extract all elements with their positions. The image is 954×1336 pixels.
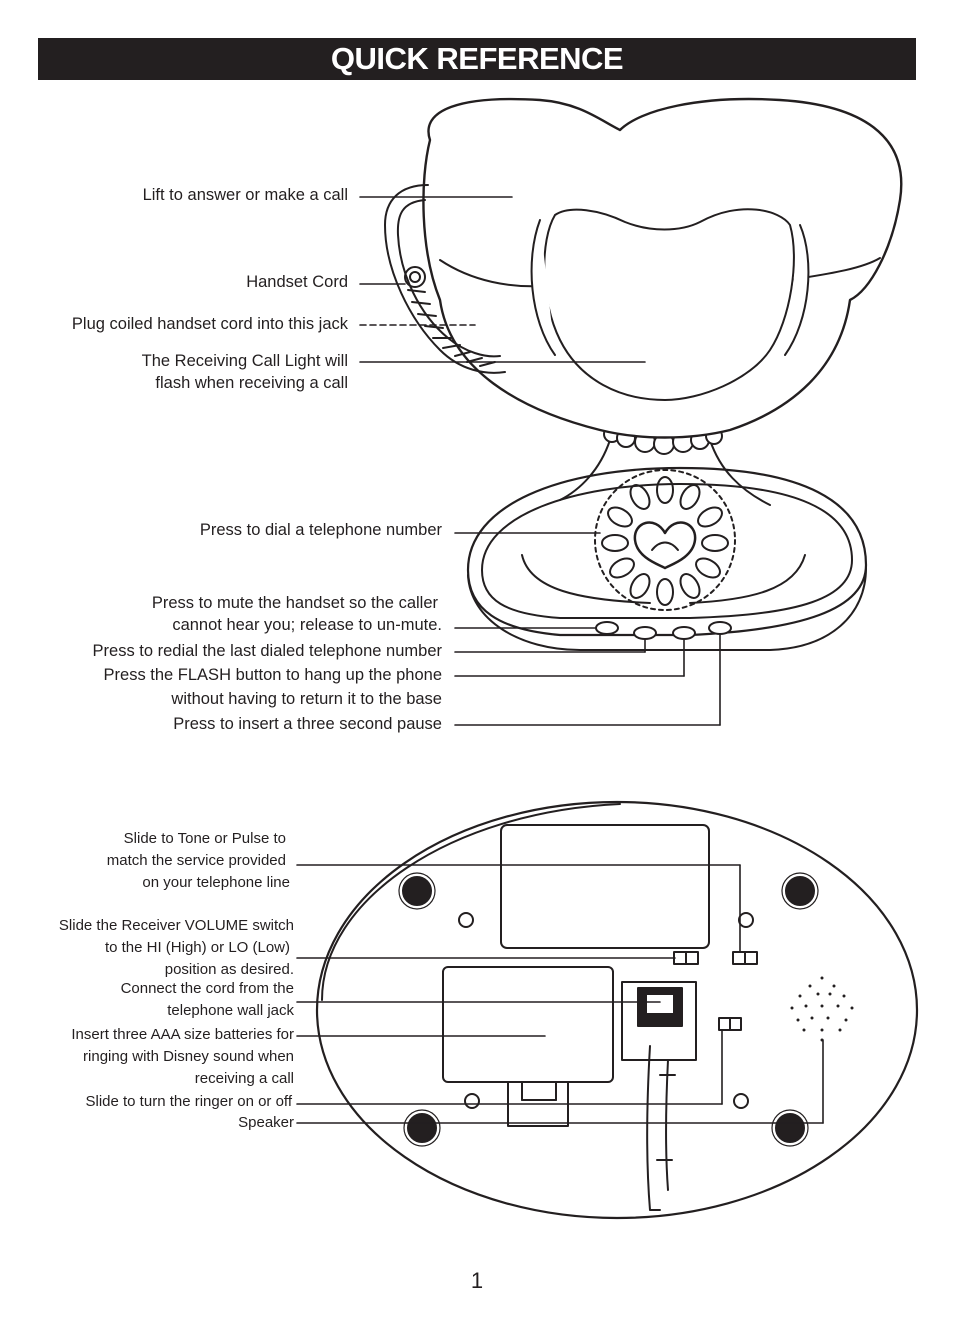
label-tone-pulse: Slide to Tone or Pulse to match the serv… xyxy=(107,828,290,894)
label-flash: Press the FLASH button to hang up the ph… xyxy=(104,664,442,710)
page-number: 1 xyxy=(470,1268,484,1293)
label-volume-line2: to the HI (High) or LO (Low) xyxy=(104,939,290,956)
label-volume-line3: position as desired. xyxy=(164,961,294,978)
label-dial: Press to dial a telephone number xyxy=(199,521,442,539)
label-mute: Press to mute the handset so the caller … xyxy=(152,592,442,636)
label-batteries-line1: Insert three AAA size batteries for xyxy=(71,1026,294,1043)
handset-cord-drawing xyxy=(384,184,506,374)
phone-neck-drawing xyxy=(559,439,771,506)
label-mute-line1: Press to mute the handset so the caller xyxy=(151,594,438,612)
page-title: QUICK REFERENCE xyxy=(330,41,624,76)
label-plug-cord: Plug coiled handset cord into this jack xyxy=(71,315,348,333)
label-redial: Press to redial the last dialed telephon… xyxy=(92,642,442,660)
label-wall-jack: Connect the cord from the telephone wall… xyxy=(121,978,294,1022)
title-bar: QUICK REFERENCE xyxy=(38,38,916,80)
label-tone-pulse-line2: match the service provided xyxy=(106,852,286,869)
label-pause: Press to insert a three second pause xyxy=(173,715,442,733)
label-batteries: Insert three AAA size batteries for ring… xyxy=(71,1024,294,1090)
label-receiving-light: The Receiving Call Light will flash when… xyxy=(142,350,348,394)
label-speaker: Speaker xyxy=(238,1114,294,1131)
phone-base-drawing xyxy=(466,466,868,651)
label-wall-jack-line2: telephone wall jack xyxy=(167,1002,294,1019)
lower-leader-lines xyxy=(296,864,824,1124)
label-volume: Slide the Receiver VOLUME switch to the … xyxy=(59,915,294,981)
label-ringer: Slide to turn the ringer on or off xyxy=(85,1093,292,1110)
label-tone-pulse-line1: Slide to Tone or Pulse to xyxy=(123,830,286,847)
label-handset-cord: Handset Cord xyxy=(246,273,348,291)
label-flash-line1: Press the FLASH button to hang up the ph… xyxy=(103,666,442,684)
rotary-dial-drawing xyxy=(594,469,736,611)
base-bottom-drawing xyxy=(315,800,919,1220)
function-buttons-drawing xyxy=(595,621,732,640)
label-batteries-line2: ringing with Disney sound when xyxy=(83,1048,294,1065)
label-receiving-light-line1: The Receiving Call Light will xyxy=(141,352,348,370)
label-mute-line2: cannot hear you; release to un-mute. xyxy=(172,616,442,634)
label-batteries-line3: receiving a call xyxy=(194,1070,294,1087)
label-flash-line2: without having to return it to the base xyxy=(171,690,442,708)
label-volume-line1: Slide the Receiver VOLUME switch xyxy=(58,917,294,934)
label-receiving-light-line2: flash when receiving a call xyxy=(155,374,348,392)
label-tone-pulse-line3: on your telephone line xyxy=(142,874,290,891)
label-lift: Lift to answer or make a call xyxy=(142,186,348,204)
handset-drawing xyxy=(422,97,903,439)
upper-leader-lines xyxy=(359,196,721,726)
label-wall-jack-line1: Connect the cord from the xyxy=(120,980,294,997)
speaker-grille-drawing xyxy=(790,976,854,1042)
